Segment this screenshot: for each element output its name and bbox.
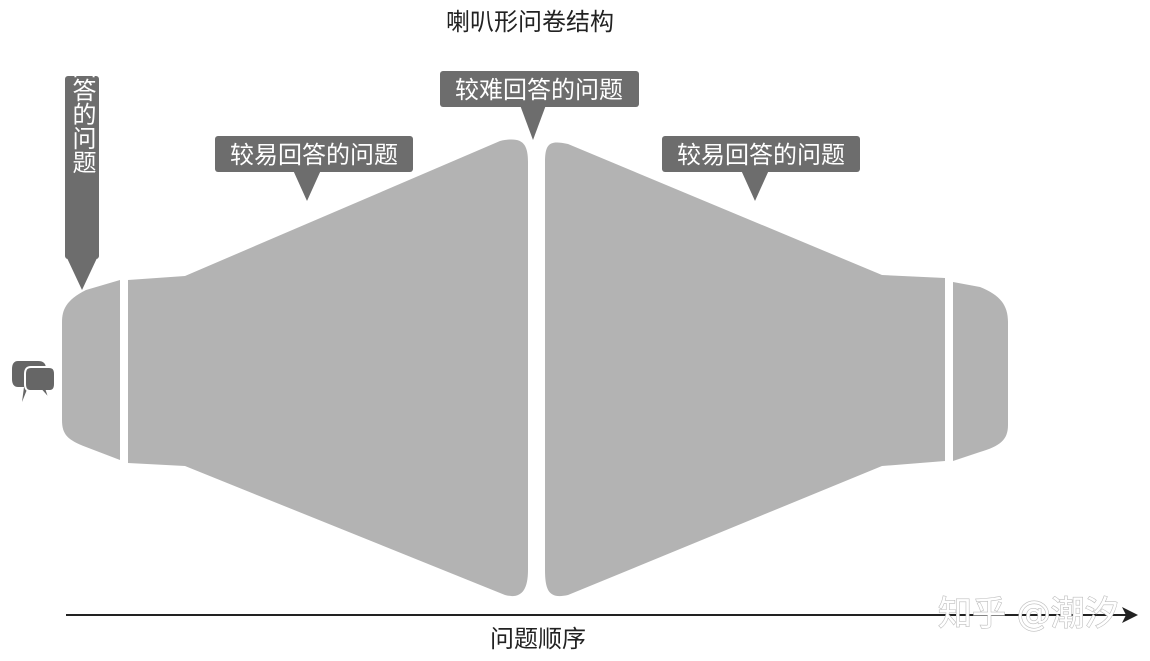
callout-box [440,71,639,107]
callout-easier-left: 较易回答的问题 [215,136,413,201]
callout-easy-start-text: 容易回答的问题 [68,6,96,174]
callout-easier-right: 较易回答的问题 [662,136,860,201]
callout-easier-left-text: 较易回答的问题 [230,141,398,169]
diagram-title: 喇叭形问卷结构 [446,8,614,36]
callout-harder-center: 较难回答的问题 [440,71,639,140]
funnel-segment-closing [953,282,1008,461]
callout-pointer [741,170,769,201]
callout-box [65,76,99,259]
callout-easy-start: 容易回答的问题 [65,6,99,290]
question-order-axis [66,607,1138,623]
watermark-text: 知乎 @潮汐 [938,594,1119,634]
callout-harder-center-text: 较难回答的问题 [455,76,623,104]
callout-pointer [293,170,321,201]
arrow-right-icon [1122,607,1138,623]
funnel-segment-opening [62,280,120,460]
funnel-shape [62,139,1008,597]
callout-box [215,136,413,172]
axis-label: 问题顺序 [490,625,586,653]
funnel-segment-narrowing [545,142,945,597]
callout-box [662,136,860,172]
callout-easier-right-text: 较易回答的问题 [677,141,845,169]
speech-bubble-front [24,366,56,401]
callout-pointer [67,258,97,290]
speech-bubbles-icon [12,361,56,402]
callout-pointer [520,105,546,140]
funnel-segment-widening [128,139,528,597]
